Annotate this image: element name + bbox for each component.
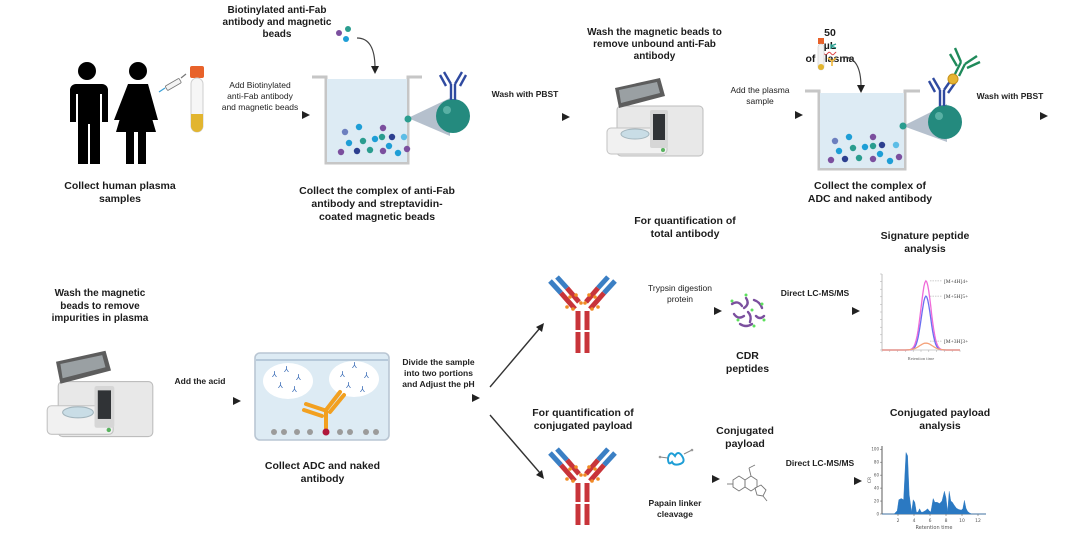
- cdr-caption: CDR peptides: [725, 350, 770, 375]
- x-tick-label: 12: [975, 518, 981, 524]
- add-plasma-label: Add the plasma sample: [730, 85, 790, 106]
- arrow-add-reagents: [220, 111, 310, 119]
- y-tick-label: 100: [871, 447, 879, 452]
- arrow-lcms-2: [778, 477, 862, 485]
- blood-tube-icon: [190, 66, 204, 133]
- series-annotation: [M+5H]5+: [944, 294, 968, 300]
- plasma-amount: 50: [824, 27, 836, 39]
- molecule-icon: [727, 464, 768, 502]
- collect-adc-caption: Collect ADC and naked antibody: [264, 460, 381, 485]
- x-axis-label: Retention time: [908, 356, 935, 361]
- divide-label: Divide the sample into two portions and …: [402, 357, 475, 389]
- series-annotation: [M+4H]4+: [944, 279, 968, 285]
- conj-payload-heading: Conjugated payload: [716, 425, 774, 450]
- wash-beads-1-heading: Wash the magnetic beads to remove unboun…: [587, 27, 722, 62]
- area-series: [882, 451, 986, 515]
- y-tick-label: 0: [876, 512, 879, 517]
- arrow-lcms-1: [775, 307, 860, 315]
- antibody-icon: [548, 275, 617, 353]
- x-tick-label: 10: [959, 518, 965, 524]
- acid-tank-icon: ⅄⅄⅄⅄⅄ ⅄⅄⅄⅄⅄: [254, 352, 390, 441]
- magnetic-washer-icon-2: [46, 350, 154, 438]
- y-tick-label: 60: [874, 473, 880, 478]
- series-line-2: [882, 342, 960, 351]
- arrow-trypsin: [640, 307, 722, 315]
- bead-cluster-icon: [336, 26, 351, 42]
- antibody-icon-2: [548, 447, 617, 525]
- adc-antibody-bead-icon: [899, 47, 981, 142]
- y-tick-label: 40: [874, 486, 880, 491]
- x-tick-label: 8: [945, 518, 948, 524]
- woman-icon: [114, 62, 158, 164]
- conj-analysis-heading: Conjugated payload analysis: [889, 407, 991, 432]
- curved-arrow: [356, 37, 379, 74]
- plasma-rest: of plasma: [805, 53, 855, 65]
- arrow-divide: [398, 394, 480, 402]
- svg-text:⅄: ⅄: [345, 381, 351, 390]
- beaker-icon-2: [805, 89, 920, 171]
- man-icon: [70, 62, 108, 164]
- antibody-bead-icon: [404, 71, 470, 136]
- trypsin-label: Trypsin digestion protein: [648, 283, 712, 304]
- wash-1-label: Wash with PBST: [491, 89, 559, 99]
- x-tick-label: 6: [929, 518, 932, 524]
- syringe-icon: [158, 73, 187, 93]
- svg-text:⅄: ⅄: [283, 365, 289, 374]
- svg-text:⅄: ⅄: [277, 381, 283, 390]
- collect-plasma-caption: Collect human plasma samples: [64, 180, 176, 205]
- arrow-add-acid: [163, 397, 241, 405]
- wash-beads-2-heading: Wash the magnetic beads to remove impuri…: [51, 288, 149, 324]
- complex-2-caption: Collect the complex of ADC and naked ant…: [807, 180, 933, 205]
- svg-text:⅄: ⅄: [295, 373, 301, 382]
- add-reagents-label: Add Biotinylated anti-Fab antibody and m…: [221, 80, 299, 112]
- total-ab-heading: For quantification of total antibody: [634, 215, 736, 240]
- y-tick-label: 80: [874, 460, 880, 465]
- sig-peptide-heading: Signature peptide analysis: [880, 230, 970, 255]
- enzyme-icon: [658, 448, 694, 466]
- conj-quant-heading: For quantification of conjugated payload: [532, 407, 634, 432]
- beaker-icon: [312, 75, 422, 165]
- reagents-heading: Biotinylated anti-Fab antibody and magne…: [222, 5, 332, 40]
- y-axis-label: CR: [867, 477, 873, 483]
- arrow-papain: [632, 475, 720, 483]
- arrow-wash-2: [968, 112, 1048, 120]
- plasma-volume-heading: 50 µL of plasma: [770, 14, 890, 66]
- arrow-add-plasma: [718, 111, 803, 119]
- svg-text:⅄: ⅄: [339, 370, 345, 379]
- plasma-sample-icon: [817, 38, 837, 71]
- series-annotation: [M+3H]3+: [944, 339, 968, 345]
- papain-label: Papain linker cleavage: [648, 498, 702, 519]
- magnetic-washer-icon: [606, 78, 704, 157]
- y-tick-label: 20: [874, 499, 880, 504]
- branch-arrows: [489, 323, 544, 479]
- x-axis-label: Retention time: [916, 525, 953, 531]
- lcms-2-label: Direct LC-MS/MS: [785, 458, 855, 468]
- signature-peptide-chart: [M+4H]4+ [M+5H]5+ [M+3H]3+ Retention time: [880, 273, 968, 361]
- plasma-unit: µL: [823, 40, 837, 52]
- svg-text:⅄: ⅄: [351, 361, 357, 370]
- svg-text:⅄: ⅄: [291, 385, 297, 394]
- arrow-wash-1: [485, 113, 570, 121]
- curved-arrow-2: [842, 56, 865, 93]
- peptide-icon: [730, 293, 766, 328]
- complex-1-caption: Collect the complex of anti-Fab antibody…: [299, 185, 455, 223]
- svg-text:⅄: ⅄: [271, 370, 277, 379]
- svg-text:⅄: ⅄: [359, 385, 365, 394]
- lcms-1-label: Direct LC-MS/MS: [780, 288, 850, 298]
- svg-text:⅄: ⅄: [363, 371, 369, 380]
- wash-2-label: Wash with PBST: [976, 91, 1044, 101]
- add-acid-label: Add the acid: [174, 376, 226, 386]
- x-tick-label: 4: [913, 518, 916, 524]
- x-tick-label: 2: [897, 518, 900, 524]
